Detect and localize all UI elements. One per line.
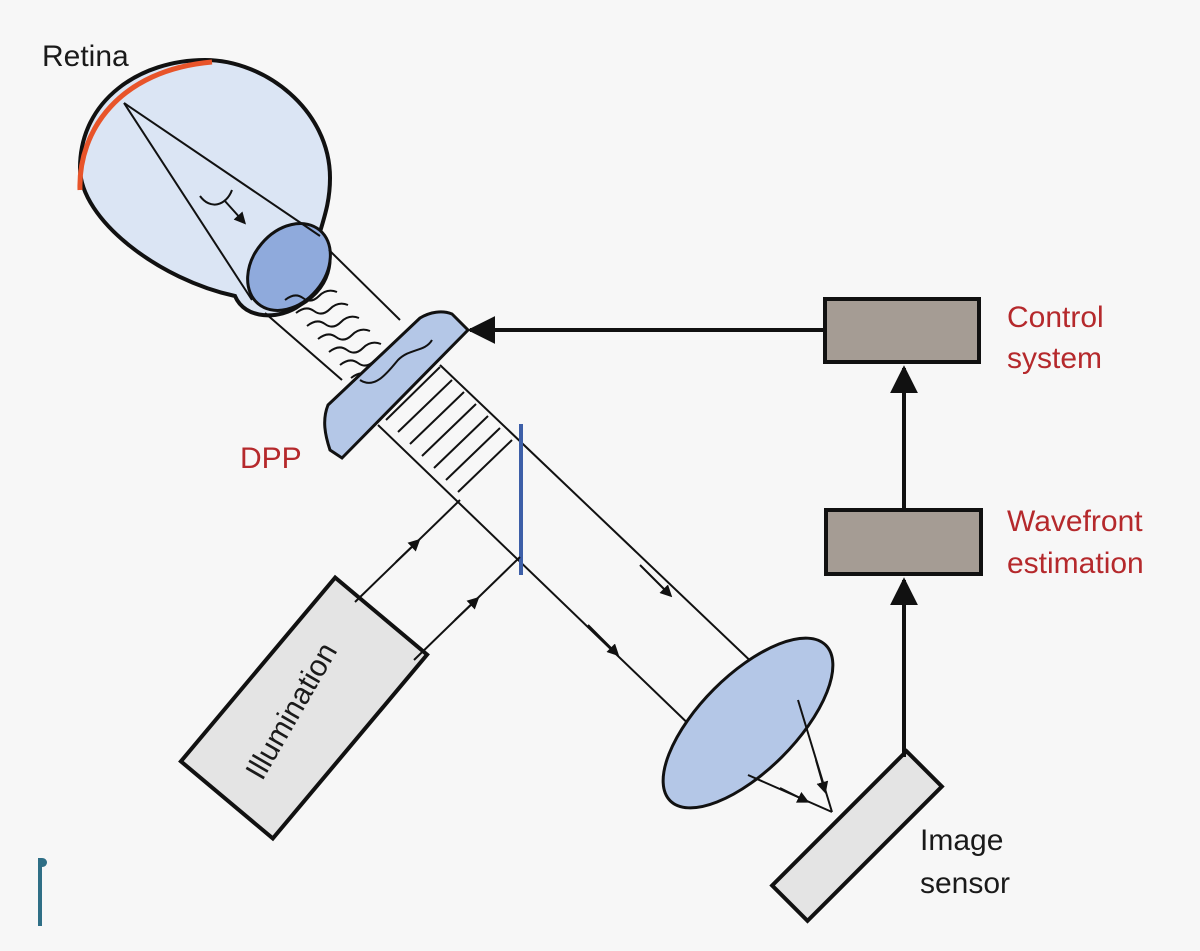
wavefront-wave (317, 328, 371, 341)
dpp-surface (359, 339, 433, 384)
illum-arrow-lower (454, 596, 480, 621)
wavefront-label-line2: estimation (1007, 547, 1144, 580)
beam-edge-upper (439, 364, 761, 671)
wavefront-wave (306, 315, 360, 328)
illumination-box (178, 574, 430, 842)
beam-edge-upper (328, 249, 401, 321)
angle-arrow (223, 199, 247, 225)
image-sensor: Image sensor (769, 748, 1010, 924)
cone-ray-upper (123, 102, 321, 237)
wavefront-wave (328, 341, 382, 354)
feedback-loop (467, 297, 983, 757)
beam-corrected (377, 364, 761, 736)
wavefront-label-line1: Wavefront (1007, 505, 1143, 538)
plane-wavefront (385, 366, 441, 421)
cone-ray-lower (123, 102, 253, 301)
wavefront-wave (295, 302, 349, 315)
collecting-lens (661, 636, 835, 810)
beam-edge-lower (264, 312, 343, 381)
plane-wavefront (445, 427, 501, 481)
control-label-line2: system (1007, 342, 1102, 375)
focus-rays (747, 699, 833, 813)
angle-arc (199, 189, 233, 206)
control-label-line1: Control (1007, 301, 1104, 334)
eye (77, 57, 333, 318)
beam-edge-lower (377, 424, 701, 736)
plane-wavefront (457, 439, 513, 493)
sensor-label-line2: sensor (920, 867, 1010, 900)
control-system-block (823, 297, 981, 364)
beam-arrow-upper (639, 564, 673, 598)
illum-arrow-upper (395, 538, 421, 563)
wavefront-estimation-block (824, 508, 983, 576)
beam-aberrated (264, 249, 404, 381)
retina-label: Retina (42, 40, 129, 73)
beam-arrow-lower (587, 624, 620, 657)
illumination-source: Illumination (178, 499, 521, 842)
plane-wavefront (433, 415, 489, 469)
dpp-label: DPP (240, 442, 302, 475)
retina-arc (77, 59, 213, 191)
text-cursor-icon (38, 858, 47, 926)
focus-arrow (815, 759, 829, 794)
plane-wavefront (397, 379, 453, 433)
sensor-label-line1: Image (920, 824, 1003, 857)
focus-arrow (779, 787, 810, 803)
eye-lens (246, 222, 332, 312)
plane-wavefront (409, 391, 465, 445)
plane-wavefront (421, 403, 477, 457)
wavefront-wave (284, 289, 338, 302)
sensor-plate (769, 748, 945, 924)
